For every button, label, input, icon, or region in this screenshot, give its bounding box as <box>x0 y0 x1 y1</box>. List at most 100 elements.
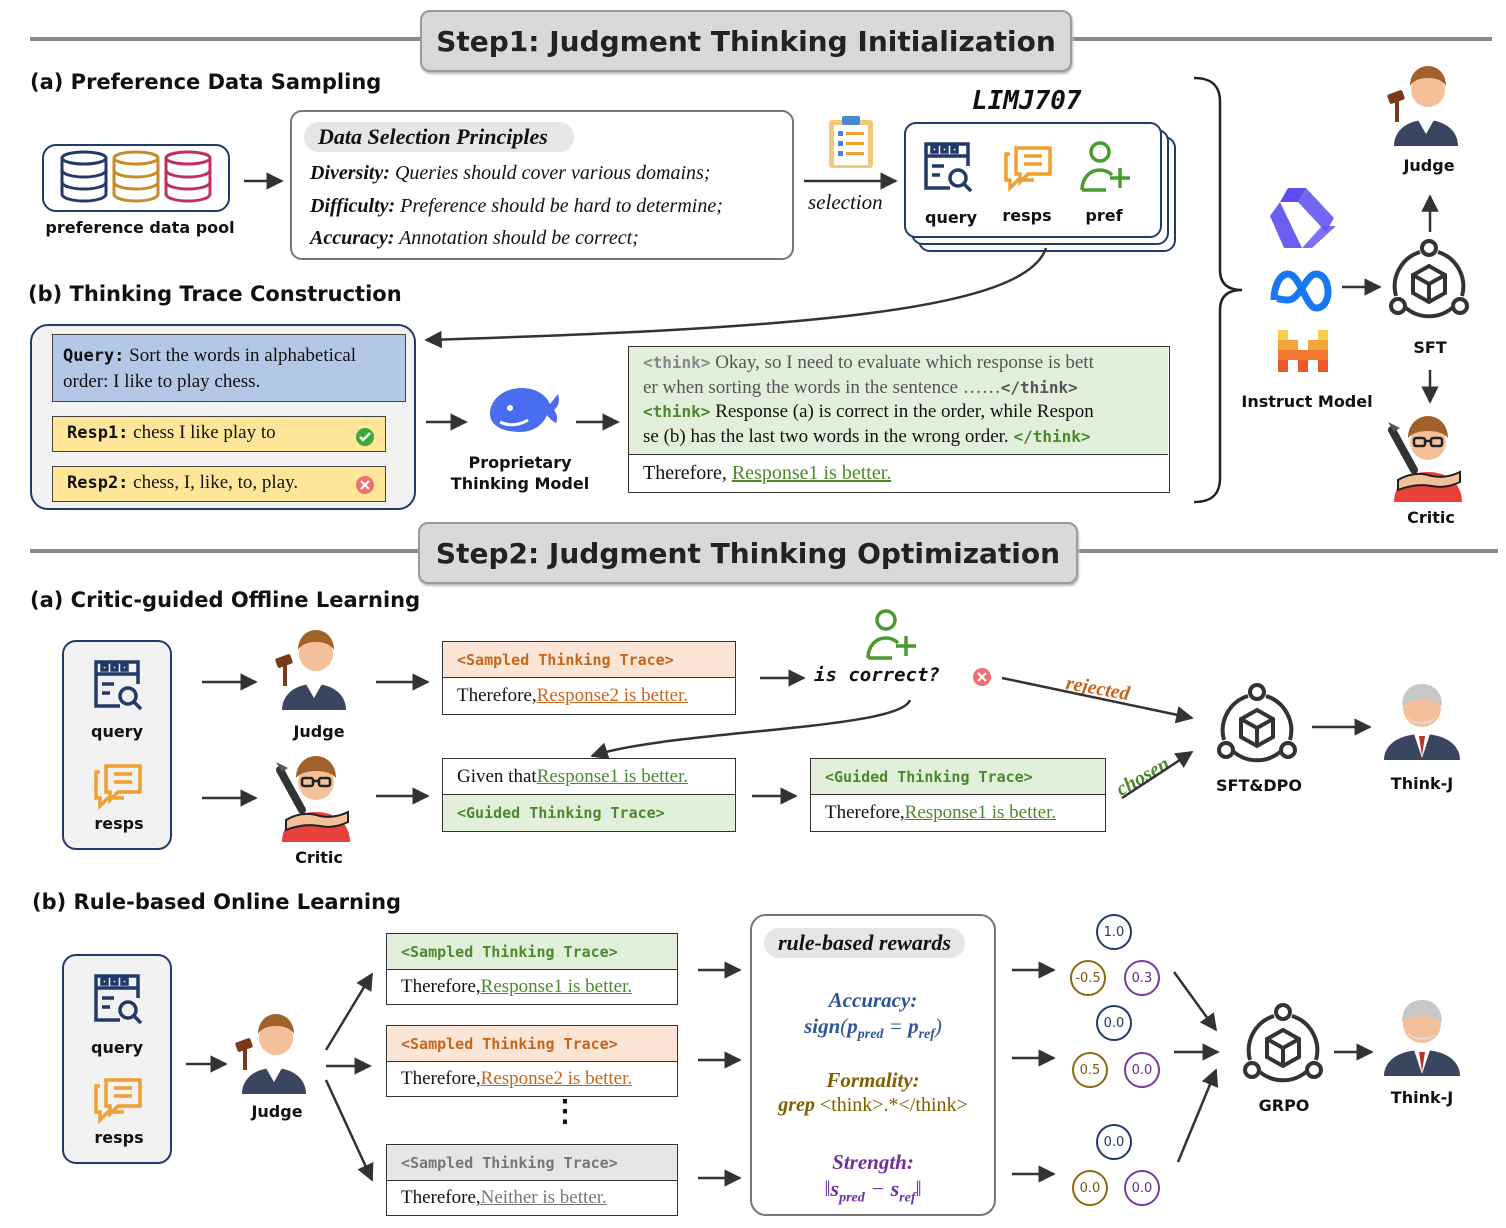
resps-icon <box>94 764 142 810</box>
online-sample3-conclusion: Therefore, Neither is better. <box>386 1180 678 1216</box>
online-sample1-conclusion: Therefore, Response1 is better. <box>386 969 678 1005</box>
offline-judge-label: Judge <box>293 722 345 741</box>
qwen-icon <box>1270 188 1336 248</box>
arrow-score1-to-grpo <box>1172 971 1218 1032</box>
rewards-title: rule-based rewards <box>764 928 965 958</box>
offline-resps-label: resps <box>94 814 144 833</box>
resp1-cell: Resp1: chess I like play to <box>52 416 386 452</box>
online-query-label: query <box>90 1038 143 1057</box>
offline-critic-label: Critic <box>295 848 343 867</box>
offline-sampled-trace: <Sampled Thinking Trace> <box>442 641 736 679</box>
score-right-3: 0.0 <box>1124 1170 1160 1206</box>
step2-b-title: (b) Rule-based Online Learning <box>32 890 402 914</box>
principles-title: Data Selection Principles <box>304 122 574 152</box>
cross-icon <box>973 668 991 686</box>
instruct-model-label: Instruct Model <box>1241 392 1373 411</box>
step2-banner: Step2: Judgment Thinking Optimization <box>418 522 1078 584</box>
selection-label: selection <box>808 190 883 214</box>
online-sample1-trace: <Sampled Thinking Trace> <box>386 933 678 971</box>
step1-critic-label: Critic <box>1407 508 1455 527</box>
query-cell: Query: Sort the words in alphabetical or… <box>52 334 406 402</box>
query-icon <box>94 974 143 1025</box>
dataset-resps-label: resps <box>1002 206 1052 225</box>
grpo-hub-icon <box>1243 1003 1323 1083</box>
is-correct-label: is correct? <box>814 664 940 686</box>
score-right-2: 0.0 <box>1124 1052 1160 1088</box>
formality-formula: grep <think>.*</think> <box>778 1094 968 1116</box>
samples-ellipsis: ⋮ <box>550 1095 580 1128</box>
strength-formula: ‖spred − sref‖ <box>824 1176 922 1206</box>
given-guided-trace: <Guided Thinking Trace> <box>442 794 736 832</box>
database-icon <box>60 150 212 203</box>
score-left-2: 0.5 <box>1072 1052 1108 1088</box>
resps-icon <box>1004 146 1052 192</box>
online-thinkj-label: Think-J <box>1390 1088 1454 1107</box>
judge-icon <box>275 630 346 710</box>
check-icon <box>356 428 374 446</box>
think-j-icon <box>1384 684 1460 760</box>
think-j-icon <box>1384 1000 1460 1076</box>
online-sample2-trace: <Sampled Thinking Trace> <box>386 1025 678 1063</box>
data-pool-box <box>42 144 230 212</box>
step1-title: Step1: Judgment Thinking Initialization <box>436 24 1056 58</box>
principle-diversity: Diversity: Queries should cover various … <box>310 162 711 184</box>
principles-box: Data Selection Principles Diversity: Que… <box>290 110 794 260</box>
given-that-cell: Given that Response1 is better. <box>442 758 736 796</box>
step1-b-title: (b) Thinking Trace Construction <box>28 282 402 306</box>
online-judge-label: Judge <box>251 1102 303 1121</box>
clipboard-icon <box>829 116 873 168</box>
online-input-card: query resps <box>62 954 172 1164</box>
arrow-score3-to-grpo <box>1176 1068 1219 1163</box>
step1-judge-label: Judge <box>1403 156 1455 175</box>
online-sample2-conclusion: Therefore, Response2 is better. <box>386 1061 678 1097</box>
think-conclusion: Therefore, Response1 is better. <box>643 462 892 484</box>
sample-box: Query: Sort the words in alphabetical or… <box>30 324 416 510</box>
online-resps-label: resps <box>94 1128 144 1147</box>
sftdpo-hub-icon <box>1217 683 1297 763</box>
dataset-card: query resps pref <box>904 122 1162 238</box>
pref-icon <box>866 609 916 660</box>
arrow-judge-to-sample3 <box>324 1079 374 1182</box>
step1-banner: Step1: Judgment Thinking Initialization <box>420 10 1072 72</box>
score-top-1: 1.0 <box>1096 914 1132 950</box>
accuracy-formula: sign(ppred = pref) <box>804 1014 942 1043</box>
offline-thinkj-label: Think-J <box>1390 774 1454 793</box>
step1-a-title: (a) Preference Data Sampling <box>30 70 382 94</box>
pool-label: preference data pool <box>45 218 235 237</box>
score-top-3: 0.0 <box>1096 1124 1132 1160</box>
guided-trace-cell: <Guided Thinking Trace> <box>810 758 1106 796</box>
arrow-rejected <box>1001 676 1194 724</box>
pref-icon <box>1080 141 1130 192</box>
sft-label: SFT <box>1413 338 1447 357</box>
online-sample3-trace: <Sampled Thinking Trace> <box>386 1144 678 1182</box>
principle-difficulty: Difficulty: Preference should be hard to… <box>310 195 723 217</box>
arrow-judge-to-sample1 <box>324 972 374 1051</box>
strength-label: Strength: <box>832 1150 914 1174</box>
resp2-cell: Resp2: chess, I, like, to, play. <box>52 466 386 502</box>
step2-title: Step2: Judgment Thinking Optimization <box>435 536 1061 570</box>
right-brace <box>1193 76 1243 504</box>
think-trace-cell: <think> Okay, so I need to evaluate whic… <box>629 347 1168 455</box>
grpo-label: GRPO <box>1258 1096 1310 1115</box>
sft-hub-icon <box>1389 239 1469 319</box>
mistral-icon <box>1278 330 1328 372</box>
cross-icon <box>356 476 374 494</box>
resps-icon <box>94 1078 142 1124</box>
critic-icon <box>276 756 350 842</box>
offline-query-label: query <box>90 722 143 741</box>
score-top-2: 0.0 <box>1096 1005 1132 1041</box>
accuracy-label: Accuracy: <box>828 988 918 1012</box>
judge-icon <box>235 1014 306 1094</box>
guided-conclusion-cell: Therefore, Response1 is better. <box>810 794 1106 832</box>
score-left-1: -0.5 <box>1070 960 1106 996</box>
step2-a-title: (a) Critic-guided Offline Learning <box>30 588 421 612</box>
score-left-3: 0.0 <box>1072 1170 1108 1206</box>
meta-icon <box>1270 270 1332 312</box>
sftdpo-label: SFT&DPO <box>1216 776 1302 795</box>
arrow-dataset-to-sample <box>424 247 1048 349</box>
dataset-name: LIMJ707 <box>972 86 1082 116</box>
formality-label: Formality: <box>826 1068 920 1092</box>
dataset-query-label: query <box>924 208 977 227</box>
